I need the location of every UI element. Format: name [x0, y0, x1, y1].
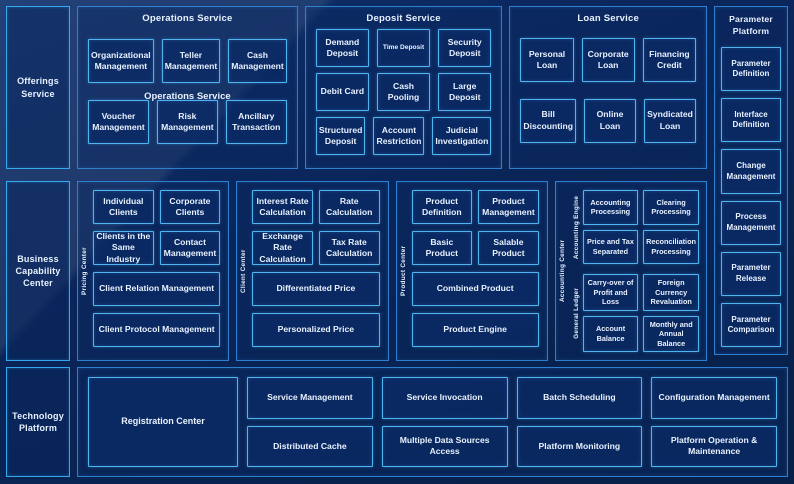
segment-vlabel-general-ledger: General Ledger: [572, 287, 580, 339]
capability-cell[interactable]: Platform Monitoring: [516, 425, 643, 467]
capability-cell[interactable]: Configuration Management: [651, 377, 777, 419]
capability-cell[interactable]: Interest Rate Calculation: [252, 190, 313, 224]
parameter-platform-title: Parameter Platform: [729, 14, 773, 36]
tech-column: Batch Scheduling Platform Monitoring: [516, 377, 643, 467]
panel-product-center[interactable]: Product Center Product Definition Produc…: [395, 181, 548, 361]
capability-cell[interactable]: Security Deposit: [438, 29, 492, 67]
capability-cell[interactable]: Judicial Investigation: [432, 117, 492, 155]
group-technology-platform[interactable]: Registration Center Service Management D…: [77, 367, 788, 477]
capability-cell[interactable]: Combined Product: [411, 272, 539, 306]
capability-cell[interactable]: Monthly and Annual Balance: [643, 315, 699, 352]
capability-cell[interactable]: Cash Pooling: [376, 73, 431, 111]
panel-vlabel-pricing-center: Pricing Center: [81, 247, 88, 295]
capability-cell[interactable]: Multiple Data Sources Access: [381, 425, 508, 467]
group-title-deposit-service: Deposit Service: [366, 13, 441, 24]
capability-cell[interactable]: Online Loan: [584, 98, 636, 143]
capability-cell[interactable]: Corporate Loan: [581, 38, 635, 83]
capability-cell[interactable]: Ancillary Transaction: [225, 100, 287, 144]
panel-vlabel-client-center: Client Center: [240, 249, 248, 293]
panel-vlabel-accounting-center: Accounting Center: [558, 239, 566, 303]
capability-cell[interactable]: Product Definition: [411, 190, 473, 224]
capability-cell[interactable]: Service Management: [247, 377, 373, 419]
capability-cell[interactable]: Batch Scheduling: [516, 377, 643, 419]
group-title-operations-service: Operations Service: [142, 13, 233, 24]
row-label-technology-platform: Technology Platform: [6, 367, 70, 477]
capability-cell[interactable]: Bill Discounting: [520, 98, 577, 143]
row-label-offerings-service: Offerings Service: [6, 6, 70, 169]
row-label-business-capability-center: Business Capability Center: [6, 181, 70, 361]
panel-client-center[interactable]: Client Center Interest Rate Calculation …: [236, 181, 389, 361]
capability-cell[interactable]: Carry-over of Profit and Loss: [582, 274, 639, 311]
capability-cell[interactable]: Price and Tax Separated: [582, 229, 639, 265]
segment-vlabel-accounting-engine: Accounting Engine: [572, 195, 580, 259]
capability-cell[interactable]: Time Deposit: [376, 29, 431, 67]
group-deposit-service[interactable]: Deposit Service Demand Deposit Time Depo…: [304, 6, 503, 169]
capability-cell[interactable]: Tax Rate Calculation: [318, 231, 380, 265]
parameter-item[interactable]: Parameter Comparison: [721, 302, 781, 348]
capability-cell[interactable]: Account Restriction: [373, 117, 425, 155]
capability-cell[interactable]: Contact Management: [159, 231, 221, 265]
parameter-item[interactable]: Parameter Definition: [721, 47, 781, 92]
parameter-item[interactable]: Process Management: [721, 200, 781, 245]
capability-cell[interactable]: Financing Credit: [642, 38, 696, 83]
capability-cell[interactable]: Clients in the Same Industry: [93, 231, 154, 265]
capability-cell[interactable]: Foreign Currency Revaluation: [643, 274, 699, 311]
capability-cell[interactable]: Basic Product: [411, 231, 473, 265]
parameter-item[interactable]: Change Management: [721, 149, 781, 194]
capability-cell[interactable]: Salable Product: [478, 231, 539, 265]
capability-cell[interactable]: Exchange Rate Calculation: [252, 231, 313, 265]
business-capability-center-row: Business Capability Center Pricing Cente…: [6, 181, 788, 361]
capability-cell[interactable]: Platform Operation & Maintenance: [651, 425, 777, 467]
group-operations-service[interactable]: Operations Service Organizational Manage…: [77, 6, 298, 169]
capability-cell[interactable]: Client Protocol Management: [93, 313, 221, 347]
capability-cell[interactable]: Individual Clients: [93, 190, 154, 224]
group-title-loan-service: Loan Service: [577, 13, 639, 24]
capability-cell[interactable]: Syndicated Loan: [644, 98, 696, 143]
capability-cell[interactable]: Personal Loan: [520, 38, 574, 83]
parameter-item[interactable]: Parameter Release: [721, 251, 781, 296]
capability-cell[interactable]: Cash Management: [228, 39, 287, 83]
capability-cell[interactable]: Large Deposit: [438, 73, 492, 111]
capability-cell[interactable]: Voucher Management: [88, 100, 149, 144]
tech-column: Configuration Management Platform Operat…: [651, 377, 777, 467]
panel-accounting-center[interactable]: Accounting Center Accounting Engine Acco…: [554, 181, 707, 361]
capability-cell[interactable]: Accounting Processing: [582, 190, 639, 225]
capability-cell[interactable]: Client Relation Management: [93, 272, 221, 306]
parameter-item[interactable]: Interface Definition: [721, 98, 781, 143]
capability-cell[interactable]: Differentiated Price: [252, 272, 380, 306]
offerings-service-row: Offerings Service Operations Service Org…: [6, 6, 788, 355]
capability-cell[interactable]: Corporate Clients: [159, 190, 221, 224]
capability-cell[interactable]: Reconciliation Processing: [643, 229, 699, 265]
capability-cell[interactable]: Risk Management: [156, 100, 218, 144]
panel-pricing-center[interactable]: Pricing Center Individual Clients Corpor…: [77, 181, 230, 361]
parameter-platform-column[interactable]: Parameter Platform Parameter Definition …: [714, 6, 788, 355]
panel-vlabel-product-center: Product Center: [399, 245, 407, 297]
technology-platform-row: Technology Platform Registration Center …: [6, 367, 788, 477]
tech-column: Service Invocation Multiple Data Sources…: [381, 377, 508, 467]
capability-cell[interactable]: Demand Deposit: [315, 29, 369, 67]
segment-general-ledger: General Ledger Carry-over of Profit and …: [570, 274, 699, 352]
capability-cell[interactable]: Clearing Processing: [643, 190, 699, 225]
capability-cell-registration-center[interactable]: Registration Center: [88, 377, 238, 467]
segment-accounting-engine: Accounting Engine Accounting Processing …: [570, 190, 699, 265]
tech-column: Service Management Distributed Cache: [247, 377, 373, 467]
capability-cell[interactable]: Debit Card: [315, 73, 369, 111]
capability-cell[interactable]: Service Invocation: [381, 377, 508, 419]
group-loan-service[interactable]: Loan Service Personal Loan Corporate Loa…: [509, 6, 707, 169]
capability-cell[interactable]: Product Management: [478, 190, 539, 224]
capability-cell[interactable]: Rate Calculation: [318, 190, 380, 224]
capability-cell[interactable]: Product Engine: [411, 313, 539, 347]
capability-cell[interactable]: Personalized Price: [252, 313, 380, 347]
capability-cell[interactable]: Distributed Cache: [247, 425, 373, 467]
capability-cell[interactable]: Structured Deposit: [315, 117, 366, 155]
capability-cell[interactable]: Account Balance: [582, 315, 639, 352]
capability-cell[interactable]: Organizational Management: [88, 39, 154, 83]
capability-cell[interactable]: Teller Management: [161, 39, 221, 83]
